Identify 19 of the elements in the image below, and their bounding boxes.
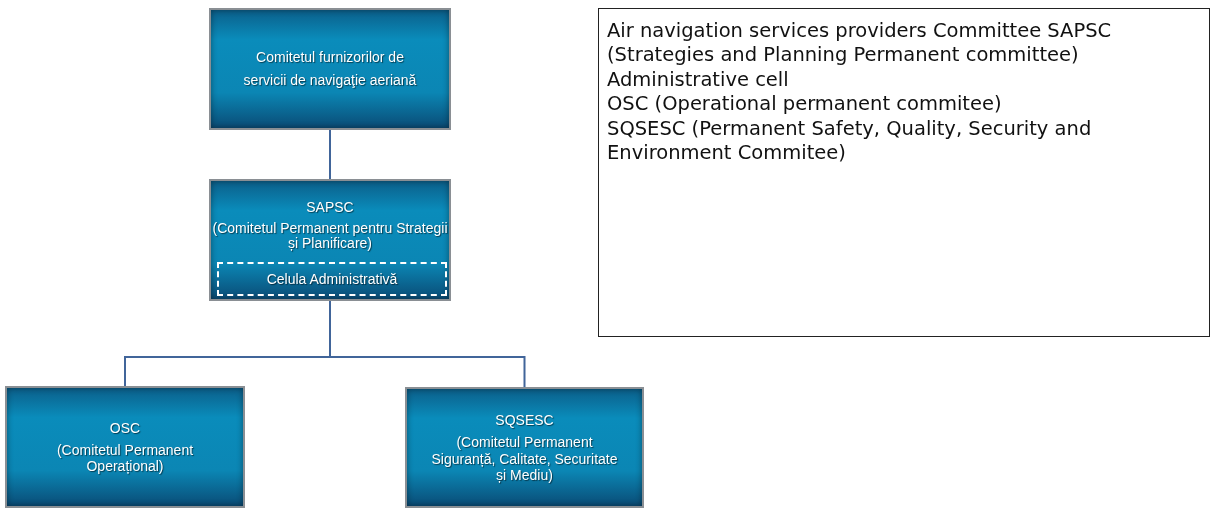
committee-name: SAPSC bbox=[306, 199, 354, 216]
connector-line bbox=[329, 129, 331, 180]
committee-name: Comitetul furnizorilor de servicii de navigaţie aeriană bbox=[242, 47, 418, 90]
translation-text: SQSESC (Permanent Safety, Quality, Security and Environment Commitee) bbox=[607, 116, 1093, 166]
committee-description: (Comitetul Permanent Operațional) bbox=[55, 441, 195, 475]
committee-box bbox=[5, 386, 245, 508]
text-box bbox=[598, 8, 1210, 337]
sub-unit-name: Celula Administrativă bbox=[266, 270, 398, 288]
dashed-sub-box bbox=[217, 262, 447, 296]
committee-description: (Comitetul Permanent pentru Strategii și Planificare) bbox=[211, 221, 449, 251]
committee-box bbox=[209, 179, 451, 301]
translation-text: Air navigation services providers Committee SAPSC (Strategies and Planning Permanent committee) Administrative cell bbox=[607, 19, 1113, 93]
connector-line bbox=[329, 300, 526, 388]
committee-box bbox=[209, 8, 451, 130]
committee-description: (Comitetul Permanent Siguranță, Calitate, Securitate și Mediu) bbox=[430, 434, 619, 483]
committee-name: SQSESC bbox=[495, 412, 554, 429]
committee-box bbox=[405, 387, 644, 508]
committee-name: OSC bbox=[109, 419, 141, 436]
translation-text: OSC (Operational permanent commitee) bbox=[607, 92, 1003, 117]
